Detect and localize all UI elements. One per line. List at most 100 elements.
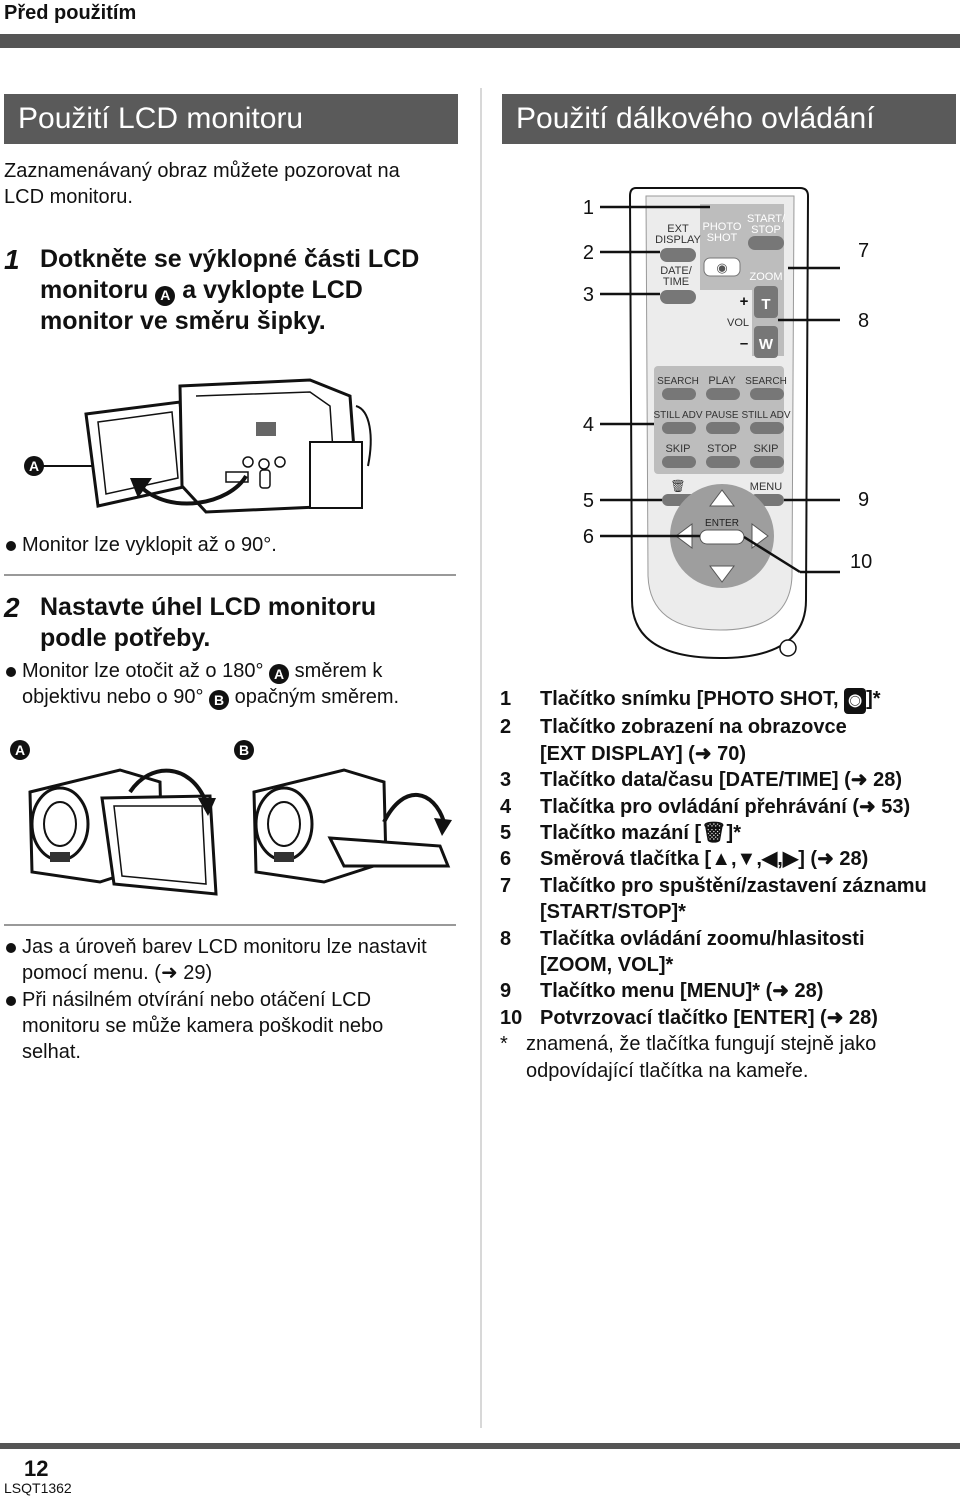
label-stop-top: STOP: [751, 224, 781, 236]
callout-10: 10: [850, 551, 872, 573]
callout-3: 3: [583, 284, 594, 306]
callout-8: 8: [858, 310, 869, 332]
header-rule: [0, 34, 960, 48]
step-1-number: 1: [4, 244, 20, 275]
label-still-right: STILL ADV: [741, 410, 790, 421]
zoom-t-button[interactable]: [754, 286, 778, 318]
step-1-line-3: monitor ve směru šipky.: [40, 307, 326, 335]
document-code: LSQT1362: [4, 1480, 72, 1496]
step-1: 1 Dotkněte se výklopné části LCD monitor…: [4, 244, 454, 340]
photo-shot-button[interactable]: [703, 257, 741, 277]
label-skip-right: SKIP: [753, 443, 778, 455]
bullet-warning-line-3: selhat.: [22, 1041, 81, 1063]
label-ext: EXT: [667, 223, 689, 235]
label-date: DATE/: [660, 265, 693, 277]
intro-line-1: Zaznamenávaný obraz můžete pozorovat na: [4, 160, 400, 182]
camera-icon: ◉: [716, 260, 727, 275]
page-number: 12: [24, 1456, 49, 1481]
bullet-color-line-1: Jas a úroveň barev LCD monitoru lze nast…: [4, 934, 427, 960]
remote-control-illustration: EXT DISPLAY PHOTO SHOT START/ STOP DATE/…: [583, 187, 872, 660]
label-minus: –: [740, 335, 748, 352]
camera-lcd-rotated-toward-lens-illustration: [28, 768, 218, 896]
bullet-warning-line-1: Při násilném otvírání nebo otáčení LCD: [4, 987, 371, 1013]
label-still-left: STILL ADV: [653, 410, 702, 421]
step-2-line-1: Nastavte úhel LCD monitoru: [40, 593, 377, 621]
label-enter: ENTER: [705, 518, 739, 529]
label-t: T: [761, 296, 770, 313]
legend-row: [START/STOP]*: [540, 901, 686, 924]
label-play: PLAY: [708, 375, 736, 387]
label-photo: PHOTO: [703, 221, 742, 233]
label-display: DISPLAY: [655, 234, 701, 246]
camera-lcd-rotated-opposite-illustration: [252, 768, 452, 884]
label-pause: PAUSE: [705, 410, 738, 421]
right-title: Použití dálkového ovládání: [502, 94, 956, 144]
intro-line-2: LCD monitoru.: [4, 186, 133, 208]
callout-6: 6: [583, 526, 594, 548]
divider-2: [4, 924, 456, 926]
legend-row: [EXT DISPLAY] (➜ 70): [540, 742, 747, 765]
callout-7: 7: [858, 240, 869, 262]
ext-display-button[interactable]: [660, 248, 696, 262]
column-divider: [480, 88, 482, 1428]
start-stop-button[interactable]: [748, 236, 784, 250]
callout-9: 9: [858, 489, 869, 511]
label-skip-left: SKIP: [665, 443, 690, 455]
step-2: 2 Nastavte úhel LCD monitoru podle potře…: [4, 592, 454, 656]
zoom-w-button[interactable]: [754, 326, 778, 358]
bullet-warning-line-2: monitoru se může kamera poškodit nebo: [22, 1015, 384, 1037]
label-shot: SHOT: [707, 232, 738, 244]
callout-5: 5: [583, 490, 594, 512]
trash-icon: 🗑: [670, 479, 685, 493]
left-title: Použití LCD monitoru: [4, 94, 458, 144]
callout-4: 4: [583, 414, 594, 436]
legend-note: *znamená, že tlačítka fungují stejně jak…: [500, 1033, 877, 1056]
marker-a: A: [269, 664, 290, 684]
figure-1-label: A: [24, 456, 44, 476]
callout-1: 1: [583, 197, 594, 219]
step-2-number: 2: [4, 592, 20, 623]
camera-lcd-open-illustration: [36, 378, 372, 514]
label-menu: MENU: [750, 481, 782, 493]
camera-icon: ◉: [844, 688, 867, 715]
trash-icon: 🗑: [701, 822, 727, 845]
label-start: START/: [747, 213, 786, 225]
step-2-line-2: podle potřeby.: [40, 624, 211, 652]
label-vol: VOL: [727, 317, 749, 329]
bullet-monitor-90: Monitor lze vyklopit až o 90°.: [4, 532, 277, 558]
label-search-left: SEARCH: [657, 376, 699, 387]
bullet-color-line-2: pomocí menu. (➜ 29): [22, 962, 213, 984]
label-search-right: SEARCH: [745, 376, 787, 387]
callout-2: 2: [583, 242, 594, 264]
figure-2b-label: B: [234, 740, 254, 760]
step-1-line-1: Dotkněte se výklopné části LCD: [40, 245, 420, 273]
enter-button[interactable]: [699, 529, 745, 545]
label-zoom: ZOOM: [750, 271, 783, 283]
date-time-button[interactable]: [660, 290, 696, 304]
marker-b: B: [209, 690, 230, 710]
label-plus: +: [740, 293, 749, 310]
divider-1: [4, 574, 456, 576]
figure-2a-label: A: [10, 740, 30, 760]
marker-a: A: [155, 285, 176, 306]
bullet-monitor-rotate: Monitor lze otočit až o 180° A směrem k …: [4, 658, 456, 710]
label-w: W: [759, 336, 774, 353]
section-header: Před použitím: [4, 2, 137, 24]
legend-row: [ZOOM, VOL]*: [540, 954, 674, 977]
label-time: TIME: [663, 276, 689, 288]
legend-note-2: odpovídající tlačítka na kameře.: [526, 1059, 809, 1082]
label-stop: STOP: [707, 443, 737, 455]
step-1-line-2: monitoru A a vyklopte LCD: [40, 276, 363, 306]
footer-rule: [0, 1443, 960, 1449]
